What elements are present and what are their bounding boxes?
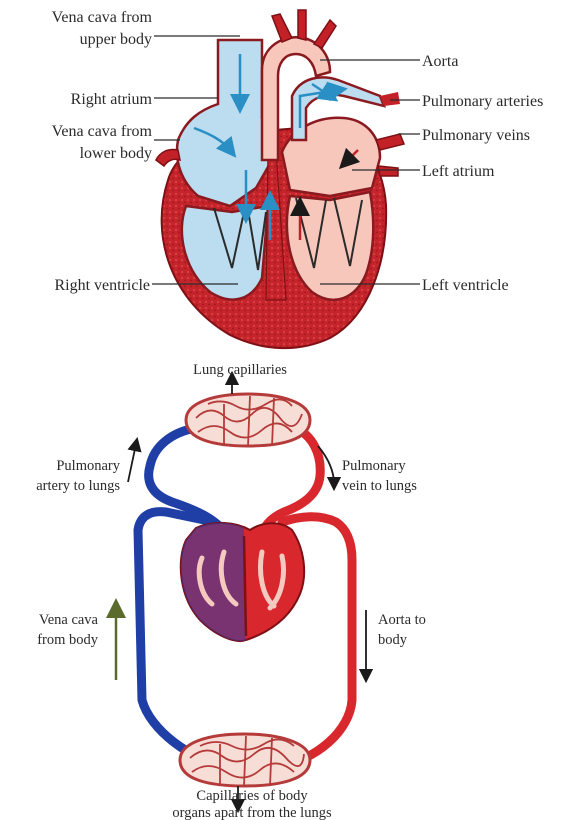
label-pulmonary-artery-1: Pulmonary xyxy=(56,458,120,474)
label-left-atrium: Left atrium xyxy=(422,163,495,180)
label-left-ventricle: Left ventricle xyxy=(422,277,509,294)
aorta-branch-2 xyxy=(298,10,306,40)
label-aorta-to-body-2: body xyxy=(378,632,408,648)
label-vena-cava-lower-2: lower body xyxy=(80,145,152,162)
label-right-ventricle: Right ventricle xyxy=(54,277,150,294)
aorta-branch-1 xyxy=(272,14,292,42)
lung-capillary-bed xyxy=(186,394,310,446)
label-vena-cava-upper-2: upper body xyxy=(80,31,152,48)
label-pulmonary-veins: Pulmonary veins xyxy=(422,127,530,144)
label-vena-cava-upper-1: Vena cava from xyxy=(52,9,153,26)
label-body-capillaries-1: Capillaries of body xyxy=(196,788,308,804)
right-atrium-chamber xyxy=(177,40,273,206)
aorta-branch-3 xyxy=(314,20,336,48)
label-aorta-to-body-1: Aorta to xyxy=(378,612,426,628)
label-body-capillaries-2: organs apart from the lungs xyxy=(172,805,332,820)
label-vena-cava-body-2: from body xyxy=(37,632,99,648)
label-lung-capillaries: Lung capillaries xyxy=(193,362,287,378)
small-heart xyxy=(181,523,304,641)
label-aorta: Aorta xyxy=(422,53,458,70)
label-pulmonary-arteries: Pulmonary arteries xyxy=(422,93,543,110)
label-right-atrium: Right atrium xyxy=(71,91,153,108)
label-pulmonary-vein-1: Pulmonary xyxy=(342,458,406,474)
label-vena-cava-lower-1: Vena cava from xyxy=(52,123,153,140)
body-capillary-bed xyxy=(180,734,310,786)
pulmonary-vein-vessel xyxy=(376,134,404,150)
heart-cross-section: Vena cava from upper body Right atrium V… xyxy=(52,9,544,348)
label-vena-cava-body-1: Vena cava xyxy=(39,612,99,628)
arrow-pulmonary-artery xyxy=(128,444,136,482)
label-pulmonary-vein-2: vein to lungs xyxy=(342,478,417,494)
circulation-diagram: Lung capillaries Pulmonary artery to lun… xyxy=(36,362,426,820)
pulmonary-vein-lower xyxy=(378,166,398,176)
label-pulmonary-artery-2: artery to lungs xyxy=(36,478,120,494)
